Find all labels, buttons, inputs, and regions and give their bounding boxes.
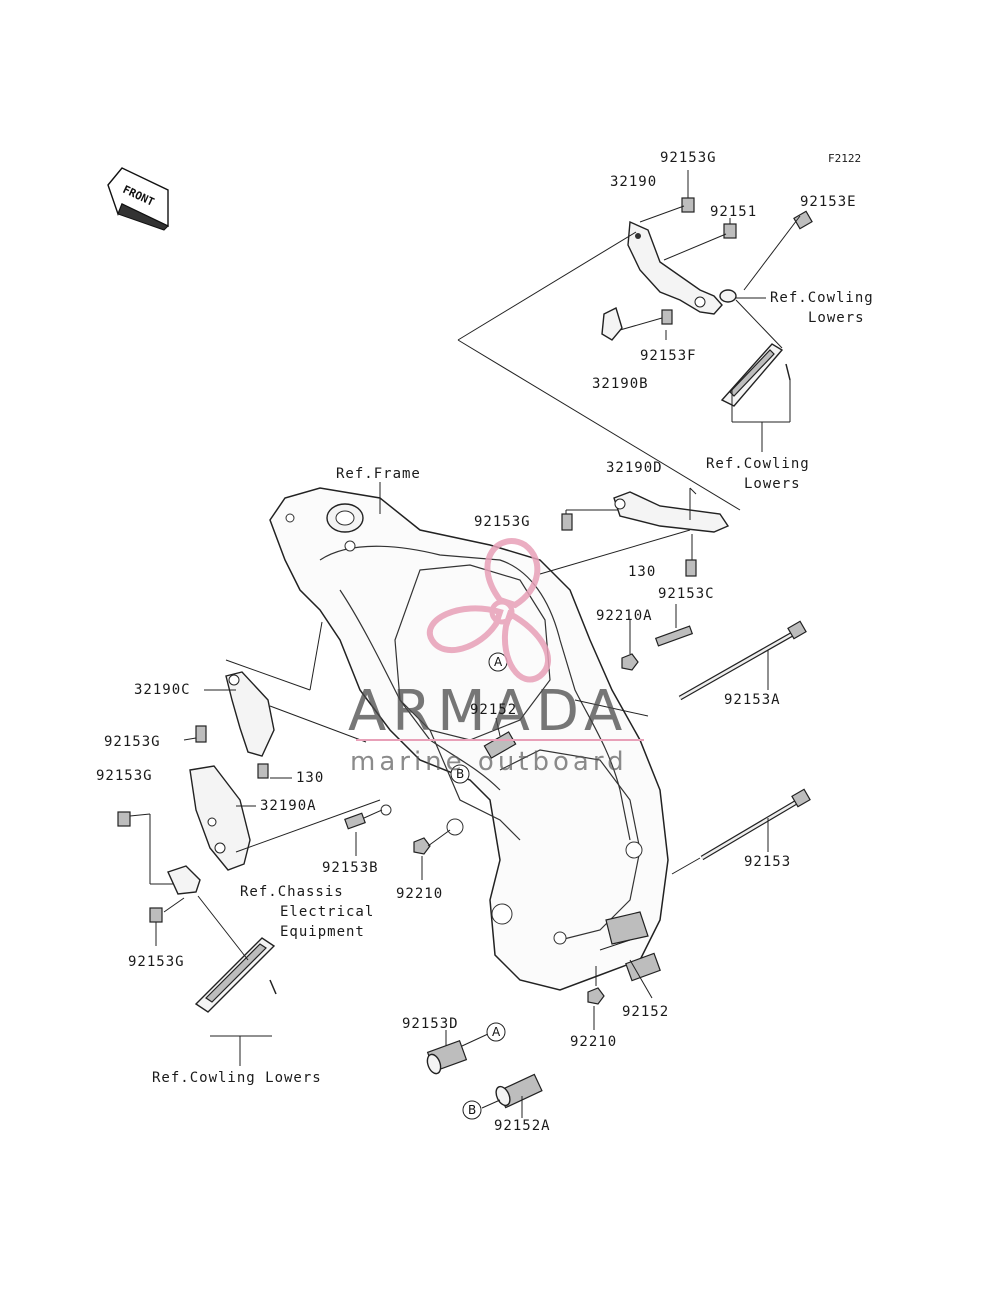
label-ref-cowling-2a: Ref.Cowling bbox=[706, 456, 810, 472]
bracket-32190 bbox=[601, 220, 737, 341]
cowling-strip-lower bbox=[194, 937, 277, 1013]
collar-92152A bbox=[495, 1073, 543, 1109]
label-ref-cowling-1a: Ref.Cowling bbox=[770, 290, 874, 306]
label-92153F: 92153F bbox=[640, 348, 697, 364]
label-92210A: 92210A bbox=[596, 608, 653, 624]
label-92152-mid: 92152 bbox=[470, 702, 517, 718]
bracket-32190C bbox=[225, 671, 275, 757]
bolt-92153G-mid bbox=[561, 513, 573, 531]
bolt-92153E bbox=[793, 210, 813, 230]
label-ref-frame: Ref.Frame bbox=[336, 466, 421, 482]
marker-b-frame: B bbox=[450, 764, 470, 784]
label-92153E: 92153E bbox=[800, 194, 857, 210]
label-92153B: 92153B bbox=[322, 860, 379, 876]
leaders-upper bbox=[457, 170, 801, 511]
label-92153C: 92153C bbox=[658, 586, 715, 602]
watermark-brand: ARMADA bbox=[348, 679, 628, 744]
label-92153G-top: 92153G bbox=[660, 150, 717, 166]
label-92152-bottom: 92152 bbox=[622, 1004, 669, 1020]
clip-assembly-left bbox=[167, 865, 201, 895]
label-92153: 92153 bbox=[744, 854, 791, 870]
figure-code: F2122 bbox=[828, 152, 861, 165]
label-130-top: 130 bbox=[628, 564, 656, 580]
label-ref-chassis-b: Electrical bbox=[280, 904, 374, 920]
watermark-logo-icon bbox=[426, 538, 551, 683]
cowling-strip-upper bbox=[720, 343, 791, 407]
label-32190D: 32190D bbox=[606, 460, 663, 476]
nut-92210 bbox=[413, 837, 431, 855]
marker-a-bottom: A bbox=[486, 1022, 506, 1042]
bolt-130-left bbox=[257, 763, 269, 779]
label-92152A: 92152A bbox=[494, 1118, 551, 1134]
svg-text:A: A bbox=[494, 655, 503, 669]
label-92153G-left2: 92153G bbox=[96, 768, 153, 784]
label-92151: 92151 bbox=[710, 204, 757, 220]
svg-text:A: A bbox=[492, 1025, 501, 1039]
svg-text:B: B bbox=[468, 1103, 476, 1117]
bracket-32190A bbox=[189, 765, 251, 871]
bolt-130-top bbox=[685, 559, 697, 577]
collar-92152-bottom bbox=[625, 952, 661, 982]
label-ref-chassis-c: Equipment bbox=[280, 924, 365, 940]
bolt-92153B bbox=[344, 812, 366, 830]
label-ref-cowling-3: Ref.Cowling Lowers bbox=[152, 1070, 322, 1086]
bolt-92153G-bottom bbox=[149, 907, 163, 923]
label-92153G-left: 92153G bbox=[104, 734, 161, 750]
label-ref-cowling-2b: Lowers bbox=[744, 476, 801, 492]
marker-b-bottom: B bbox=[462, 1100, 482, 1120]
label-92210-bottom: 92210 bbox=[570, 1034, 617, 1050]
long-bolt-92153A bbox=[678, 620, 807, 701]
label-ref-cowling-1b: Lowers bbox=[808, 310, 865, 326]
front-arrow-icon: FRONT bbox=[107, 167, 169, 231]
nut-92210-bottom bbox=[587, 987, 605, 1005]
collar-92152-mid bbox=[483, 731, 517, 759]
label-92210: 92210 bbox=[396, 886, 443, 902]
label-92153D: 92153D bbox=[402, 1016, 459, 1032]
bolt-92153G-left2 bbox=[117, 811, 131, 827]
label-130-left: 130 bbox=[296, 770, 324, 786]
label-32190: 32190 bbox=[610, 174, 657, 190]
bolt-92153G-left bbox=[195, 725, 207, 743]
svg-text:B: B bbox=[456, 767, 464, 781]
bolt-92153F bbox=[661, 309, 673, 325]
label-92153G-bottom: 92153G bbox=[128, 954, 185, 970]
collar-92153D bbox=[426, 1040, 468, 1075]
label-ref-chassis-a: Ref.Chassis bbox=[240, 884, 344, 900]
label-32190B: 32190B bbox=[592, 376, 649, 392]
bolt-92153G-top bbox=[681, 197, 695, 213]
label-92153G-mid: 92153G bbox=[474, 514, 531, 530]
watermark-tagline: marine outboard bbox=[350, 747, 628, 777]
label-92153A: 92153A bbox=[724, 692, 781, 708]
bracket-32190D bbox=[613, 487, 730, 533]
long-bolt-92153 bbox=[700, 788, 811, 861]
bolt-92151 bbox=[723, 223, 737, 239]
nut-92210A bbox=[621, 653, 639, 671]
bolt-92153C bbox=[654, 625, 694, 647]
label-32190A: 32190A bbox=[260, 798, 317, 814]
label-32190C: 32190C bbox=[134, 682, 191, 698]
